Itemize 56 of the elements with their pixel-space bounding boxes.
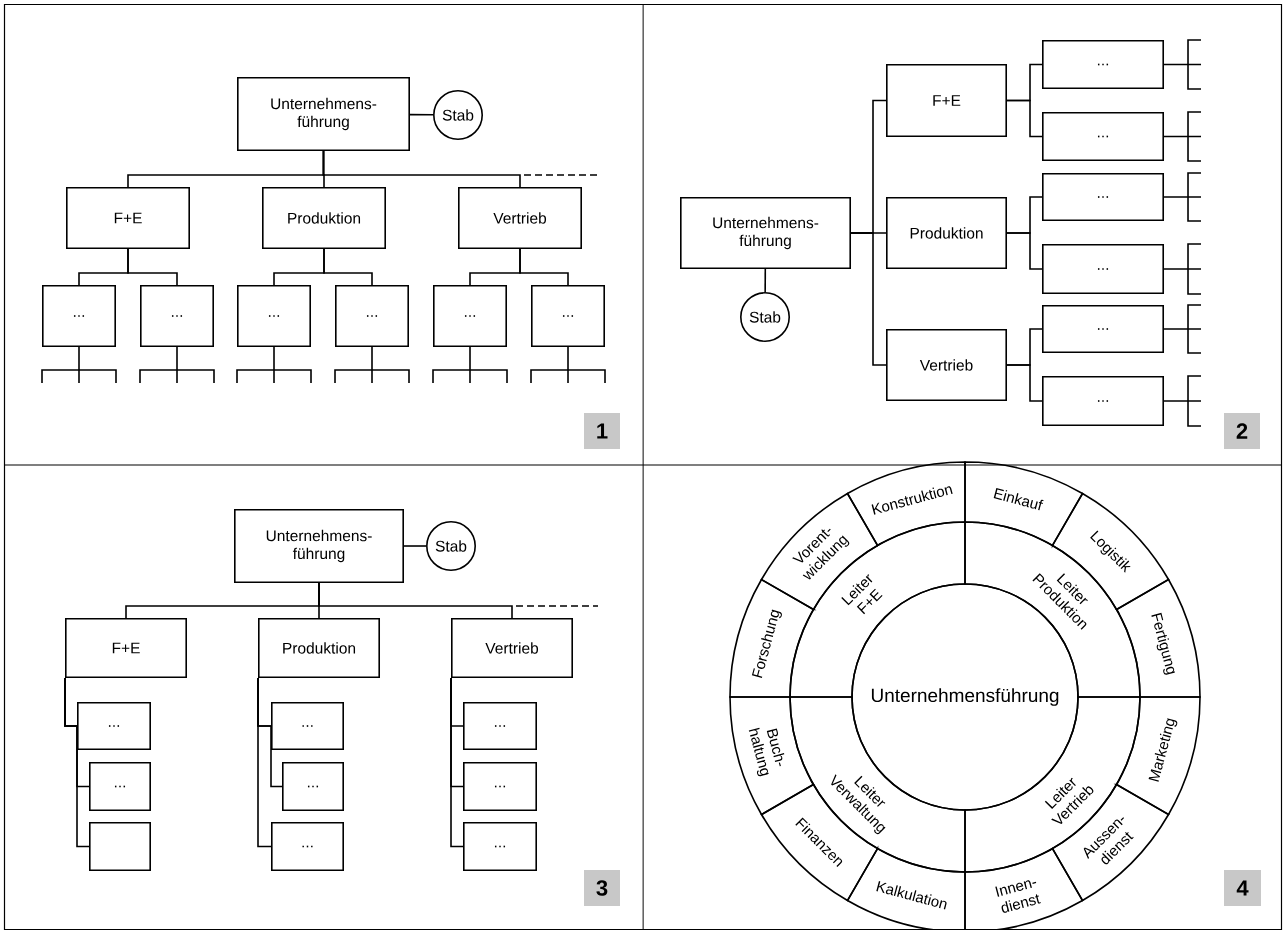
org-box: ... xyxy=(463,762,537,811)
org-box: ... xyxy=(463,702,537,750)
org-box: ... xyxy=(1042,40,1164,89)
org-box: Vertrieb xyxy=(451,618,573,678)
org-box: F+E xyxy=(886,64,1007,137)
org-box: ... xyxy=(463,822,537,871)
org-box: Unternehmens- führung xyxy=(234,509,404,583)
org-box: Unternehmens- führung xyxy=(680,197,851,269)
connector-line xyxy=(450,677,464,848)
panel-number: 4 xyxy=(1224,870,1261,906)
org-box: ... xyxy=(335,285,409,347)
panel-number: 2 xyxy=(1224,413,1260,449)
panel-number: 1 xyxy=(584,413,620,449)
org-box: Produktion xyxy=(258,618,380,678)
org-box: Produktion xyxy=(262,187,386,249)
org-box: ... xyxy=(140,285,214,347)
org-box: ... xyxy=(1042,112,1164,161)
org-box: ... xyxy=(271,702,344,750)
org-box: ... xyxy=(1042,173,1164,221)
org-box: ... xyxy=(271,822,344,871)
org-box: Unternehmens- führung xyxy=(237,77,410,151)
ring-segment: Innen- dienst xyxy=(964,847,1084,930)
org-box xyxy=(89,822,151,871)
connector-line xyxy=(322,150,521,188)
org-box: ... xyxy=(1042,244,1164,294)
connector-line xyxy=(323,248,373,286)
connector-line xyxy=(764,268,767,293)
connector-line xyxy=(1006,232,1043,270)
connector-line xyxy=(409,113,434,116)
connector-line xyxy=(1006,364,1043,402)
org-box: ... xyxy=(531,285,605,347)
connector-line xyxy=(64,677,90,848)
org-box: F+E xyxy=(66,187,190,249)
panel-number: 3 xyxy=(584,870,620,906)
connector-line xyxy=(403,545,427,547)
connector-line xyxy=(318,582,513,619)
ring-segment: Fertigung xyxy=(1115,578,1201,698)
ring-segment: Buch- haltung xyxy=(729,696,815,816)
ring-segment: Einkauf xyxy=(964,461,1084,547)
org-box: ... xyxy=(1042,376,1164,426)
connector-line xyxy=(257,677,272,848)
connector-line xyxy=(850,232,887,366)
org-box: Produktion xyxy=(886,197,1007,269)
org-box: ... xyxy=(1042,305,1164,353)
org-box: Vertrieb xyxy=(458,187,582,249)
org-box: ... xyxy=(237,285,311,347)
org-box: ... xyxy=(282,762,344,811)
org-box: F+E xyxy=(65,618,187,678)
connector-line xyxy=(519,248,569,286)
org-box: ... xyxy=(42,285,116,347)
org-box: Vertrieb xyxy=(886,329,1007,401)
connector-line xyxy=(1006,99,1043,138)
org-box: ... xyxy=(433,285,507,347)
org-box: ... xyxy=(77,702,151,750)
org-box: ... xyxy=(89,762,151,811)
connector-line xyxy=(127,248,178,286)
